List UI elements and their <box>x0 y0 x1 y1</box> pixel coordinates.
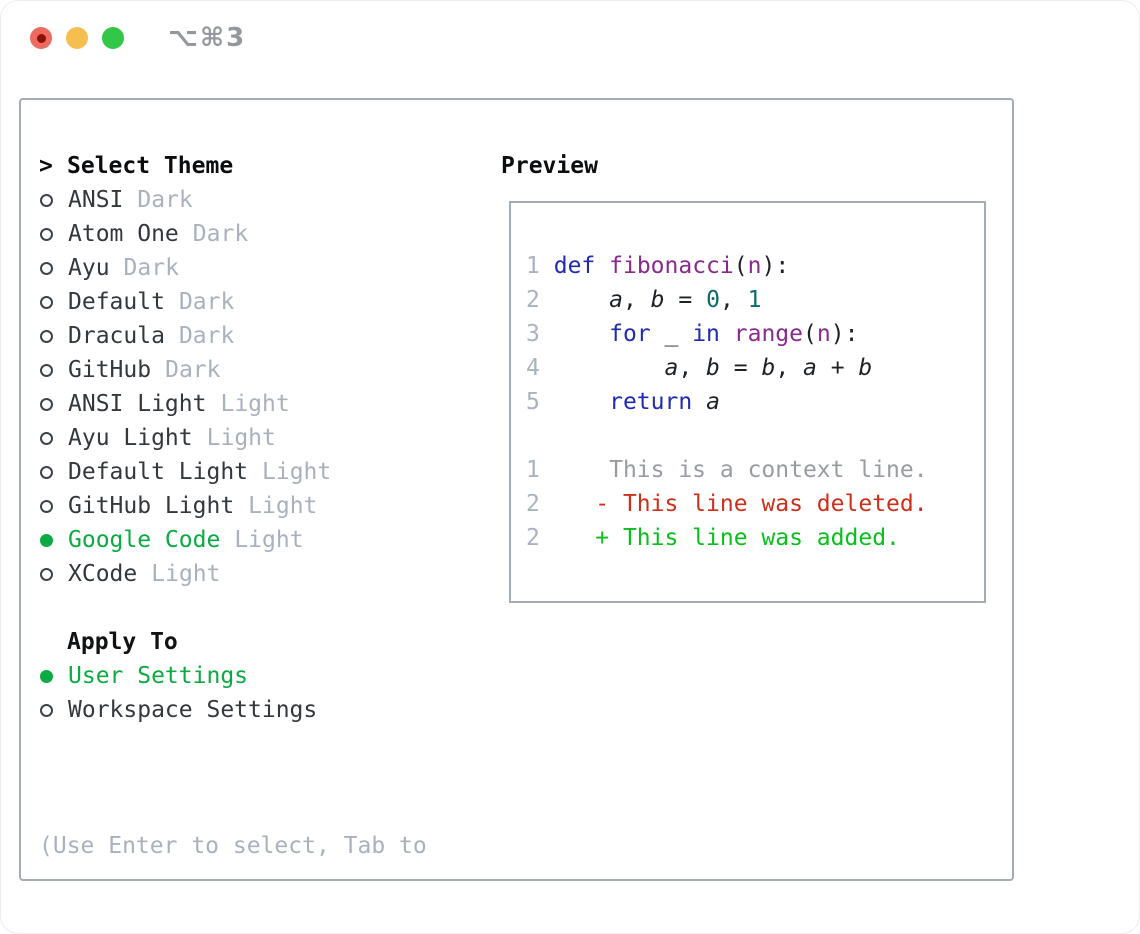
theme-option-default-dark[interactable]: Default Dark <box>39 285 501 319</box>
option-label: Default Light <box>68 459 249 485</box>
close-button[interactable] <box>30 27 52 49</box>
option-label: GitHub Light <box>68 493 235 519</box>
theme-variant-tag: Light <box>151 561 221 587</box>
line-number: 1 <box>526 253 540 279</box>
code-line: 2 + This line was added. <box>526 525 900 551</box>
theme-option-ansi-dark[interactable]: ANSI Dark <box>39 183 501 217</box>
radio-icon <box>40 703 53 717</box>
radio-icon <box>40 567 53 581</box>
theme-option-github-dark[interactable]: GitHub Dark <box>39 353 501 387</box>
theme-option-ayu-light-light[interactable]: Ayu Light Light <box>39 421 501 455</box>
theme-variant-tag: Light <box>262 459 332 485</box>
line-number: 3 <box>526 321 540 347</box>
option-label: Default <box>68 289 165 315</box>
option-label: Atom One <box>68 221 179 247</box>
option-label: User Settings <box>68 663 249 689</box>
radio-selected-icon <box>40 533 53 547</box>
close-dot-icon <box>36 33 46 43</box>
line-number: 1 <box>526 457 540 483</box>
theme-option-ansi-light-light[interactable]: ANSI Light Light <box>39 387 501 421</box>
select-theme-title: Select Theme <box>67 153 234 179</box>
code-blank-line <box>526 419 984 453</box>
radio-icon <box>40 431 53 445</box>
apply-option-workspace-settings[interactable]: Workspace Settings <box>39 693 501 727</box>
theme-option-github-light-light[interactable]: GitHub Light Light <box>39 489 501 523</box>
select-theme-header: > Select Theme <box>39 149 501 183</box>
code-line: 1 def fibonacci(n): <box>526 253 790 279</box>
option-label: Ayu Light <box>68 425 193 451</box>
theme-variant-tag: Light <box>248 493 318 519</box>
help-text: (Use Enter to select, Tab to change focu… <box>39 761 501 933</box>
line-number: 2 <box>526 525 540 551</box>
option-label: Dracula <box>68 323 165 349</box>
theme-option-default-light-light[interactable]: Default Light Light <box>39 455 501 489</box>
code-line: 4 a, b = b, a + b <box>526 355 873 381</box>
window-shortcut-label: ⌥⌘3 <box>168 23 247 53</box>
theme-variant-tag: Dark <box>123 255 179 281</box>
radio-icon <box>40 329 53 343</box>
spacer <box>39 591 501 625</box>
line-number: 4 <box>526 355 540 381</box>
theme-variant-tag: Dark <box>137 187 193 213</box>
radio-icon <box>40 363 53 377</box>
theme-variant-tag: Light <box>206 425 276 451</box>
preview-box: 1 def fibonacci(n): 2 a, b = 0, 1 3 for _ … <box>509 201 986 603</box>
option-label: Ayu <box>68 255 110 281</box>
zoom-button[interactable] <box>102 27 124 49</box>
cursor-prefix: > <box>39 153 53 179</box>
theme-variant-tag: Light <box>220 391 290 417</box>
theme-option-xcode-light[interactable]: XCode Light <box>39 557 501 591</box>
apply-to-header: Apply To <box>67 629 178 655</box>
theme-option-dracula-dark[interactable]: Dracula Dark <box>39 319 501 353</box>
minimize-button[interactable] <box>66 27 88 49</box>
theme-option-atom-one-dark[interactable]: Atom One Dark <box>39 217 501 251</box>
theme-variant-tag: Dark <box>165 357 221 383</box>
code-line: 1 This is a context line. <box>526 457 928 483</box>
radio-icon <box>40 397 53 411</box>
code-line: 2 - This line was deleted. <box>526 491 928 517</box>
radio-icon <box>40 465 53 479</box>
option-label: GitHub <box>68 357 152 383</box>
code-line: 2 a, b = 0, 1 <box>526 287 762 313</box>
radio-selected-icon <box>40 669 53 683</box>
option-label: Google Code <box>68 527 221 553</box>
radio-icon <box>40 261 53 275</box>
apply-option-user-settings[interactable]: User Settings <box>39 659 501 693</box>
theme-variant-tag: Dark <box>192 221 249 247</box>
preview-title: Preview <box>501 153 598 179</box>
line-number: 2 <box>526 491 540 517</box>
theme-option-google-code-light[interactable]: Google Code Light <box>39 523 501 557</box>
radio-icon <box>40 499 53 513</box>
code-line: 3 for _ in range(n): <box>526 321 859 347</box>
theme-option-ayu-dark[interactable]: Ayu Dark <box>39 251 501 285</box>
line-number: 2 <box>526 287 540 313</box>
option-label: Workspace Settings <box>68 697 318 723</box>
code-line: 5 return a <box>526 389 720 415</box>
option-label: ANSI Light <box>68 391 207 417</box>
theme-variant-tag: Light <box>234 527 304 553</box>
help-line-1: (Use Enter to select, Tab to <box>39 833 427 859</box>
option-label: XCode <box>68 561 138 587</box>
radio-icon <box>40 227 53 241</box>
radio-icon <box>40 193 53 207</box>
theme-variant-tag: Dark <box>178 289 235 315</box>
option-label: ANSI <box>68 187 124 213</box>
line-number: 5 <box>526 389 540 415</box>
preview-column: Preview 1 def fibonacci(n): 2 a, b = 0, 1… <box>501 149 1012 879</box>
theme-variant-tag: Dark <box>178 323 235 349</box>
radio-icon <box>40 295 53 309</box>
